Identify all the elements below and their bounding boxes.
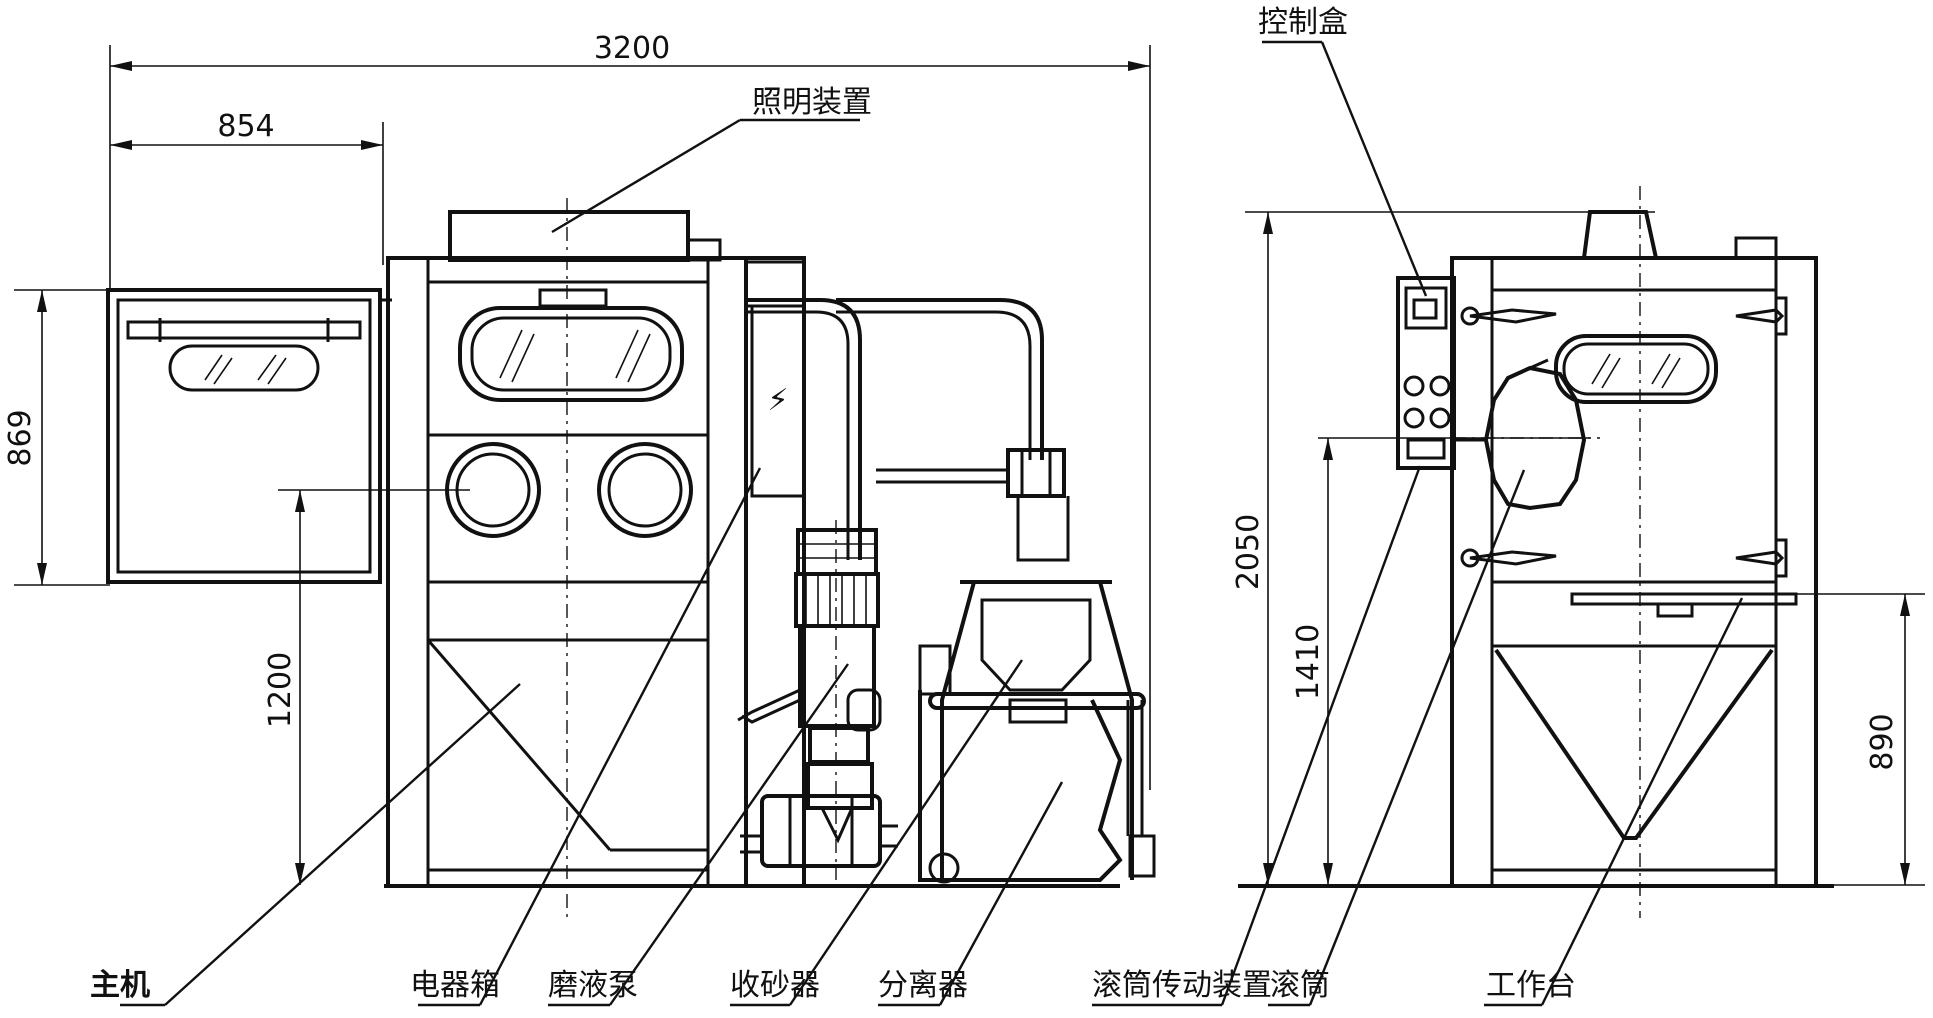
- leader-worktable: 工作台: [1484, 597, 1744, 1007]
- open-door: [106, 288, 392, 584]
- dimension-854: 854: [110, 109, 384, 265]
- dim-text-2050: 2050: [1231, 514, 1266, 590]
- dimension-2050: 2050: [1231, 211, 1655, 885]
- label-worktable: 工作台: [1486, 968, 1576, 1003]
- label-drum-drive: 滚筒传动装置: [1092, 968, 1272, 1003]
- dimension-890: 890: [1770, 593, 1925, 886]
- leader-lighting: 照明装置: [551, 85, 872, 234]
- leader-slurry-pump: 磨液泵: [548, 663, 849, 1007]
- side-cabinet: [1450, 186, 1818, 918]
- electrical-symbol-icon: ⚡: [767, 383, 788, 418]
- label-slurry-pump: 磨液泵: [548, 968, 638, 1003]
- slurry-pump: [737, 520, 898, 880]
- leader-separator: 分离器: [878, 781, 1064, 1007]
- dim-text-1200: 1200: [263, 652, 298, 728]
- leader-sand-collector: 收砂器: [730, 659, 1023, 1007]
- dimension-869: 869: [3, 289, 110, 586]
- dim-text-854: 854: [217, 109, 274, 144]
- separator: [918, 496, 1156, 884]
- label-drum: 滚筒: [1270, 968, 1330, 1003]
- dim-text-890: 890: [1865, 713, 1900, 770]
- dim-text-3200: 3200: [594, 31, 670, 66]
- dimension-1410: 1410: [1291, 437, 1590, 885]
- leader-drum: 滚筒: [1268, 469, 1526, 1007]
- label-electrical-box: 电器箱: [410, 968, 500, 1003]
- label-lighting: 照明装置: [752, 85, 872, 120]
- dimension-3200: 3200: [109, 31, 1151, 790]
- label-separator: 分离器: [878, 968, 968, 1003]
- leader-drum-drive: 滚筒传动装置: [1092, 465, 1422, 1007]
- leader-main-unit: 主机: [90, 683, 521, 1007]
- label-control-box: 控制盒: [1258, 5, 1348, 40]
- pipework: [746, 298, 1066, 560]
- leader-electrical-box: 电器箱: [410, 467, 762, 1007]
- label-main-unit: 主机: [90, 968, 150, 1003]
- control-box: [1396, 276, 1456, 470]
- dim-text-869: 869: [3, 409, 38, 466]
- drum: [1452, 358, 1600, 511]
- dim-text-1410: 1410: [1291, 624, 1326, 700]
- main-cabinet: [386, 198, 748, 918]
- label-sand-collector: 收砂器: [730, 968, 820, 1003]
- dimension-1200: 1200: [263, 489, 470, 885]
- leader-control-box: 控制盒: [1258, 5, 1428, 297]
